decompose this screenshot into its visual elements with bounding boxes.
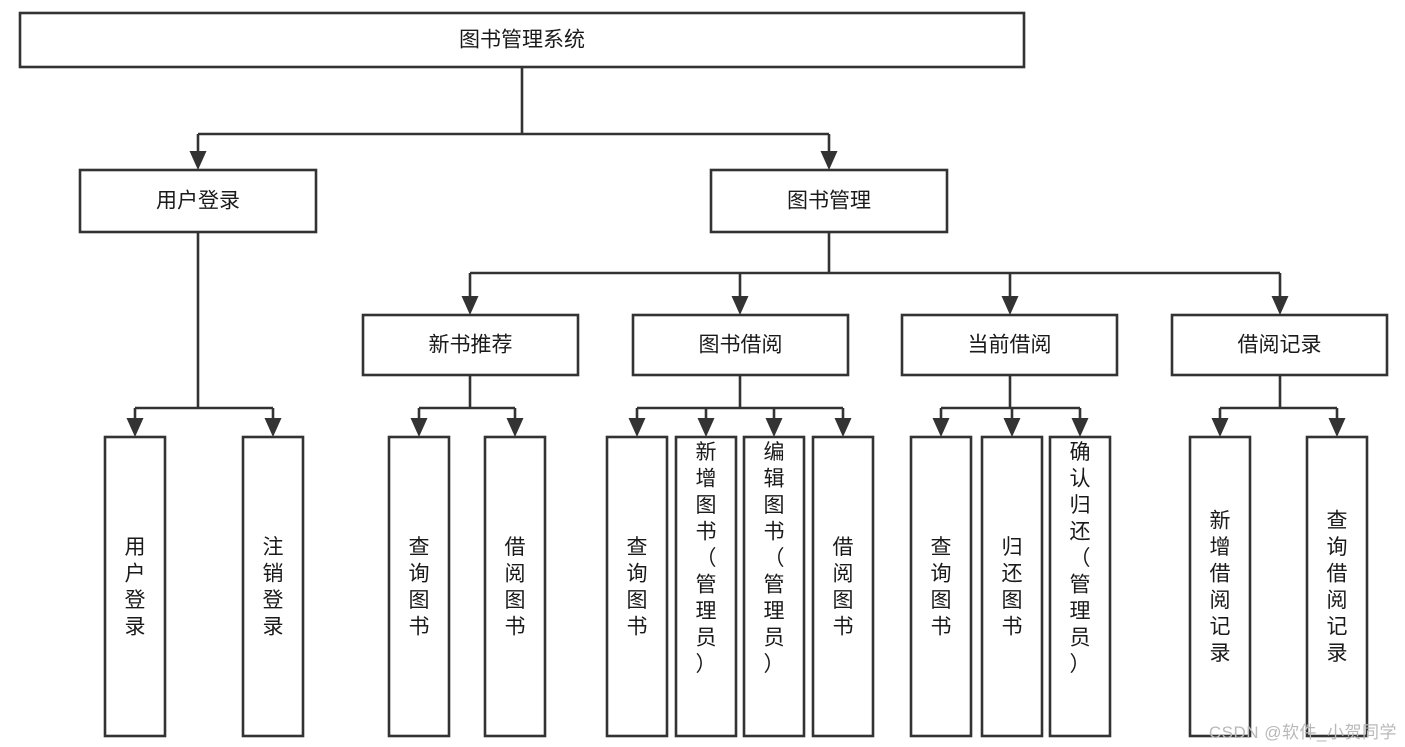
node-label: 新书推荐 bbox=[429, 334, 513, 357]
node-borrow-record[interactable]: 借阅记录 bbox=[1170, 313, 1389, 377]
node-leaf-borrow-book-1[interactable]: 借阅图书 bbox=[483, 435, 547, 738]
connector-bookmanage-to-level2 bbox=[461, 232, 1289, 315]
node-box[interactable] bbox=[78, 168, 318, 234]
node-box[interactable] bbox=[18, 11, 1026, 69]
node-box[interactable] bbox=[1305, 435, 1369, 738]
node-label: 归还图书 bbox=[1002, 536, 1023, 639]
arrow-head bbox=[932, 418, 950, 437]
node-box[interactable] bbox=[1170, 313, 1389, 377]
node-layer: 图书管理系统用户登录图书管理新书推荐图书借阅当前借阅借阅记录用户登录注销登录查询… bbox=[18, 11, 1389, 738]
node-label: 新增借阅记录 bbox=[1210, 510, 1231, 666]
arrow-head bbox=[1211, 418, 1229, 437]
node-label: 查询借阅记录 bbox=[1327, 510, 1348, 666]
node-book-borrow[interactable]: 图书借阅 bbox=[631, 313, 850, 377]
node-label: 查询图书 bbox=[409, 536, 430, 639]
node-leaf-query-book-1[interactable]: 查询图书 bbox=[387, 435, 451, 738]
node-leaf-query-book-2[interactable]: 查询图书 bbox=[605, 435, 669, 738]
node-label: 借阅记录 bbox=[1238, 334, 1322, 357]
arrow-head bbox=[1328, 418, 1346, 437]
node-root[interactable]: 图书管理系统 bbox=[18, 11, 1026, 69]
node-user-login[interactable]: 用户登录 bbox=[78, 168, 318, 234]
node-label: 图书借阅 bbox=[699, 334, 783, 357]
node-current-borrow[interactable]: 当前借阅 bbox=[900, 313, 1119, 377]
node-box[interactable] bbox=[811, 435, 875, 738]
node-box[interactable] bbox=[1048, 435, 1112, 738]
arrow-head bbox=[506, 418, 524, 437]
node-box[interactable] bbox=[674, 435, 738, 738]
node-label: 确认归还（管理员） bbox=[1070, 441, 1091, 676]
node-box[interactable] bbox=[980, 435, 1044, 738]
arrow-head bbox=[697, 418, 715, 437]
arrow-head bbox=[1071, 418, 1089, 437]
node-label: 借阅图书 bbox=[505, 536, 526, 639]
node-leaf-add-book[interactable]: 新增图书（管理员） bbox=[674, 435, 738, 738]
node-label: 图书管理 bbox=[787, 190, 871, 213]
node-leaf-query-record[interactable]: 查询借阅记录 bbox=[1305, 435, 1369, 738]
node-box[interactable] bbox=[631, 313, 850, 377]
node-leaf-return-book[interactable]: 归还图书 bbox=[980, 435, 1044, 738]
arrow-head bbox=[1003, 418, 1021, 437]
node-leaf-edit-book[interactable]: 编辑图书（管理员） bbox=[742, 435, 806, 738]
node-box[interactable] bbox=[605, 435, 669, 738]
node-book-manage[interactable]: 图书管理 bbox=[709, 168, 949, 234]
node-leaf-user-login[interactable]: 用户登录 bbox=[103, 435, 167, 738]
node-label: 编辑图书（管理员） bbox=[764, 441, 785, 676]
node-leaf-add-record[interactable]: 新增借阅记录 bbox=[1188, 435, 1252, 738]
arrow-head bbox=[628, 418, 646, 437]
node-label: 新增图书（管理员） bbox=[696, 441, 717, 676]
connector-record-to-leaves bbox=[1211, 375, 1346, 437]
connector-root-to-level1 bbox=[189, 67, 838, 170]
node-box[interactable] bbox=[103, 435, 167, 738]
node-box[interactable] bbox=[709, 168, 949, 234]
node-box[interactable] bbox=[241, 435, 305, 738]
arrow-head bbox=[410, 418, 428, 437]
arrow-head bbox=[126, 418, 144, 437]
arrow-head bbox=[820, 151, 838, 170]
connector-current-to-leaves bbox=[932, 375, 1089, 437]
node-label: 当前借阅 bbox=[968, 334, 1052, 357]
arrow-head bbox=[731, 296, 749, 315]
node-leaf-query-book-3[interactable]: 查询图书 bbox=[909, 435, 973, 738]
node-leaf-borrow-book-2[interactable]: 借阅图书 bbox=[811, 435, 875, 738]
connector-recommend-to-leaves bbox=[410, 375, 524, 437]
node-box[interactable] bbox=[387, 435, 451, 738]
node-label: 查询图书 bbox=[627, 536, 648, 639]
node-label: 注销登录 bbox=[263, 536, 284, 639]
arrow-head bbox=[461, 296, 479, 315]
arrow-head bbox=[1271, 296, 1289, 315]
arrow-head bbox=[765, 418, 783, 437]
node-leaf-confirm-return[interactable]: 确认归还（管理员） bbox=[1048, 435, 1112, 738]
node-label: 查询图书 bbox=[931, 536, 952, 639]
node-label: 图书管理系统 bbox=[459, 29, 585, 52]
node-leaf-user-logout[interactable]: 注销登录 bbox=[241, 435, 305, 738]
arrow-head bbox=[834, 418, 852, 437]
node-label: 用户登录 bbox=[125, 536, 146, 639]
node-label: 用户登录 bbox=[156, 190, 240, 213]
arrow-head bbox=[189, 151, 207, 170]
node-box[interactable] bbox=[1188, 435, 1252, 738]
node-box[interactable] bbox=[742, 435, 806, 738]
connector-layer bbox=[126, 67, 1346, 437]
node-box[interactable] bbox=[361, 313, 580, 377]
arrow-head bbox=[1001, 296, 1019, 315]
node-box[interactable] bbox=[909, 435, 973, 738]
node-box[interactable] bbox=[483, 435, 547, 738]
node-box[interactable] bbox=[900, 313, 1119, 377]
connector-borrow-to-leaves bbox=[628, 375, 852, 437]
connector-userlogin-to-leaves bbox=[126, 232, 282, 437]
node-new-book-recommend[interactable]: 新书推荐 bbox=[361, 313, 580, 377]
node-label: 借阅图书 bbox=[833, 536, 854, 639]
arrow-head bbox=[264, 418, 282, 437]
